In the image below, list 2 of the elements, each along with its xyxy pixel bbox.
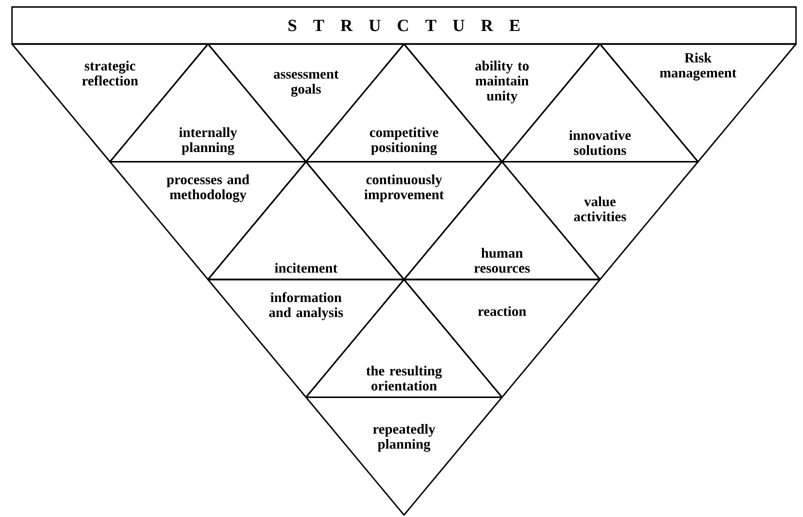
down-triangle: repeatedly planning xyxy=(305,396,503,516)
title-box: S T R U C T U R E xyxy=(11,6,797,45)
